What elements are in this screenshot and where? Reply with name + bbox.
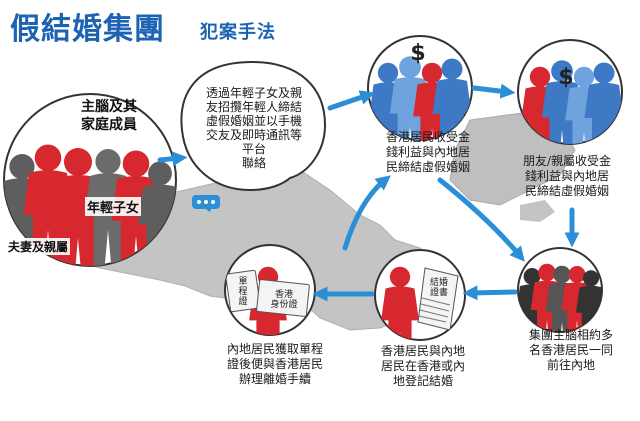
label-leaders: 主腦及其 家庭成員 xyxy=(81,99,137,133)
arrow-step2-to-step3 xyxy=(471,83,516,99)
arrow-step4-to-step5 xyxy=(462,285,518,301)
infographic-subtitle: 犯案手法 xyxy=(200,22,276,43)
arrow-step1-to-step2 xyxy=(327,90,376,111)
arrow-leaders-to-step1 xyxy=(157,151,188,167)
step-6-divorce-text: 內地居民獲取單程 證後便與香港居民 辦理離婚手續 xyxy=(226,342,323,386)
label-spouse: 夫妻及親屬 xyxy=(6,238,71,255)
dollar-icon-2: $ xyxy=(558,65,573,90)
divorce-documents-people xyxy=(225,266,310,335)
arrow-step2-to-step4 xyxy=(437,177,525,262)
arrow-step5-to-step2 xyxy=(342,175,391,251)
step-3-friends-text: 朋友/親屬收受金 錢利益與內地居 民締結虛假婚姻 xyxy=(522,154,612,198)
step-1-recruit-text: 透過年輕子女及親 友招攬年輕人締結 虛假婚姻並以手機 交友及即時通訊等 平台 聯… xyxy=(205,86,302,170)
infographic-title: 假結婚集團 xyxy=(10,12,165,47)
step-2-hk-resident-text: 香港居民收受金 錢利益與內地居 民締結虛假婚姻 xyxy=(385,130,470,174)
step-5-register-text: 香港居民與內地 居民在香港或內 地登記結婚 xyxy=(380,344,465,388)
speech-bubble-icon xyxy=(180,60,327,212)
marriage-registration-people xyxy=(381,266,459,340)
label-youth: 年輕子女 xyxy=(85,197,142,216)
hk-id-card: 香港 身份證 xyxy=(270,290,298,310)
one-way-permit-card: 單 程 證 xyxy=(238,277,248,307)
step-4-travel-text: 集團主腦相約多 名香港居民一同 前往內地 xyxy=(528,328,613,372)
flow-arrows xyxy=(157,83,580,302)
dollar-icon-1: $ xyxy=(410,41,425,66)
map-island xyxy=(520,200,555,222)
marriage-certificate: 結婚 證書 xyxy=(429,278,448,298)
